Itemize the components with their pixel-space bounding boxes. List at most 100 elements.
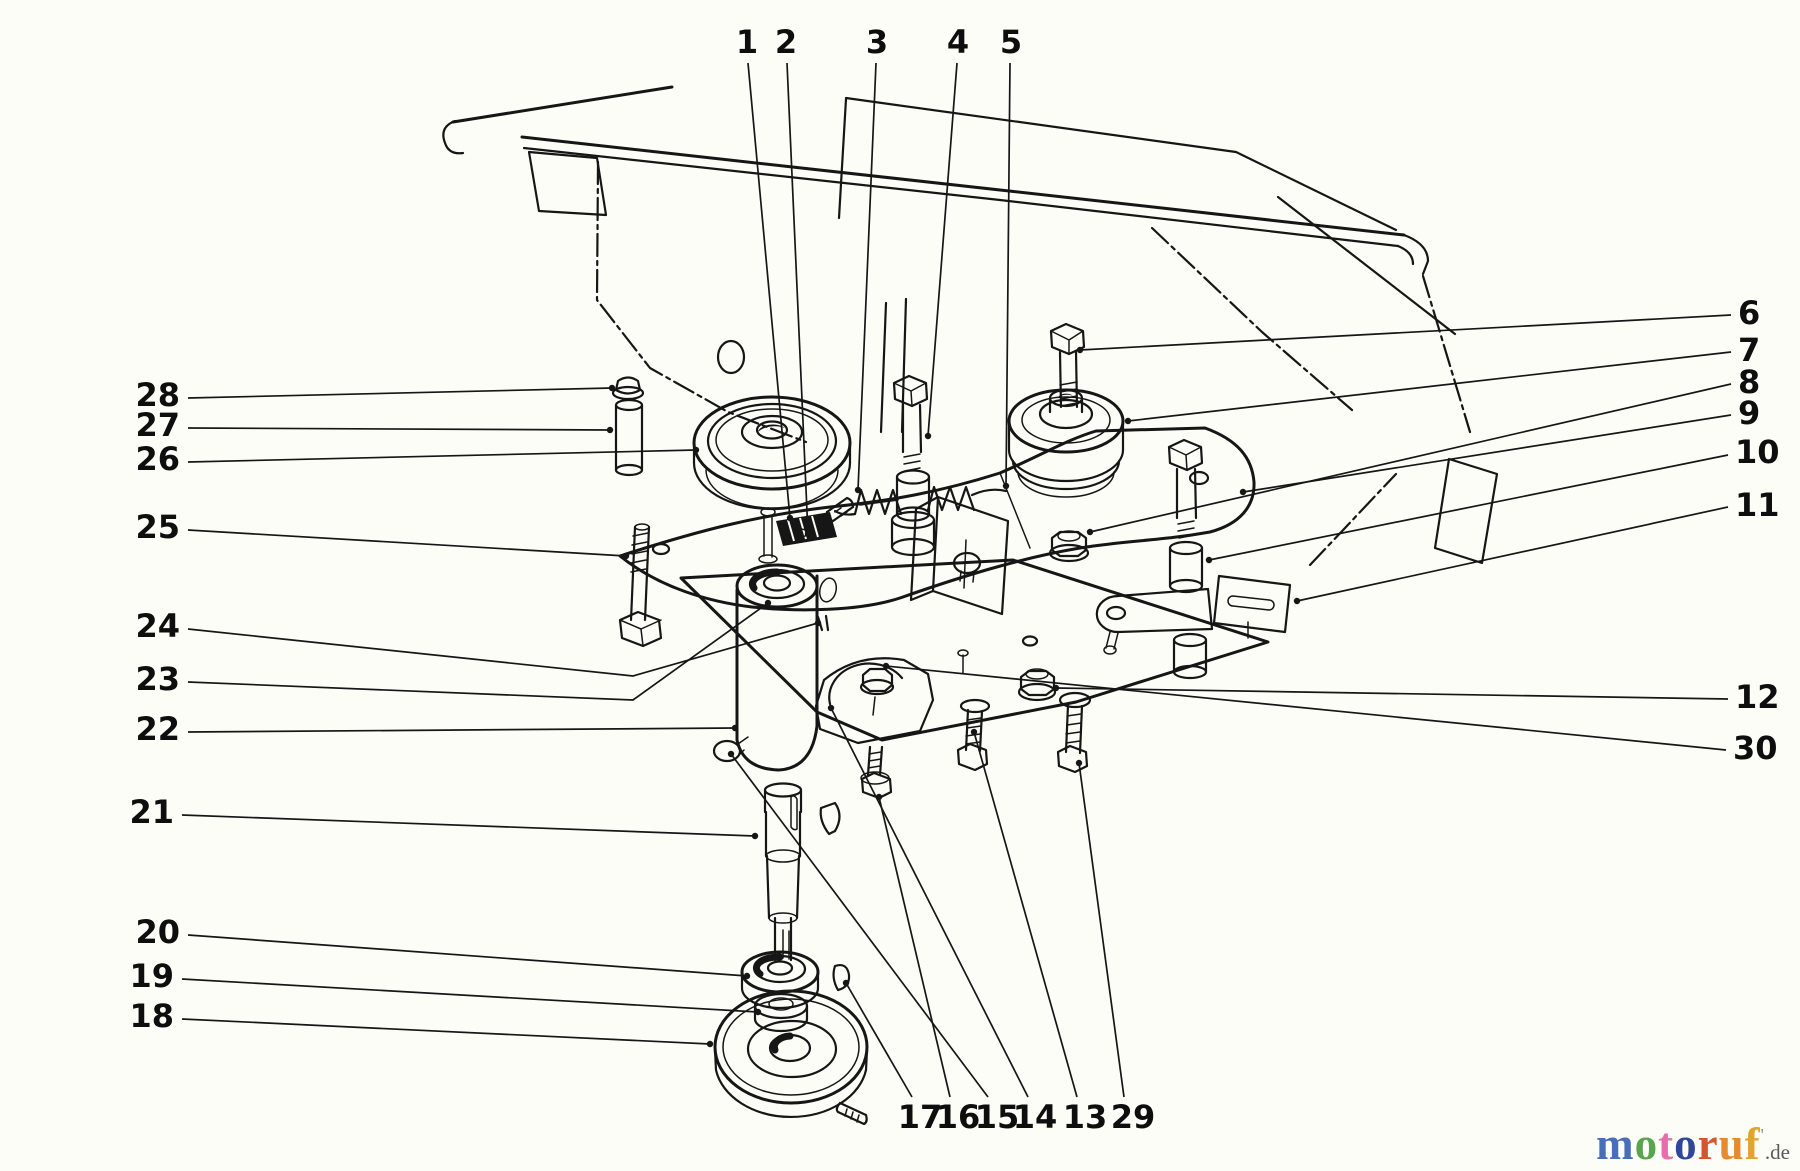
callout-16: 16	[936, 1098, 981, 1136]
leader-dot-2	[804, 530, 812, 538]
leader-line-4	[927, 62, 958, 437]
leader-line-29	[1078, 762, 1125, 1098]
callout-13: 13	[1063, 1098, 1108, 1136]
callout-20: 20	[135, 913, 180, 951]
leader-dot-23	[764, 599, 772, 607]
deck-outline-drawing	[442, 85, 1499, 567]
leader-line-1	[747, 62, 791, 519]
leader-line-25	[187, 529, 627, 557]
leader-dot-10	[1205, 556, 1213, 564]
callout-24: 24	[135, 607, 180, 645]
motoruf-logo-suffix: .de	[1764, 1140, 1790, 1164]
leader-line-11	[1296, 506, 1729, 602]
motoruf-letter: u	[1718, 1119, 1745, 1169]
callout-12: 12	[1735, 678, 1780, 716]
leader-line-24	[187, 622, 819, 677]
callout-18: 18	[129, 997, 174, 1035]
leader-line-15	[730, 753, 989, 1098]
callout-8: 8	[1738, 363, 1760, 401]
motoruf-logo-text: motoruf	[1596, 1119, 1761, 1169]
leader-dot-3	[854, 486, 862, 494]
leader-dot-14	[827, 704, 835, 712]
leader-dot-30	[882, 662, 890, 670]
pulley-7-drawing	[1007, 388, 1125, 498]
leader-dot-18	[706, 1040, 714, 1048]
callout-17: 17	[898, 1098, 943, 1136]
leader-line-30	[885, 665, 1727, 751]
callout-11: 11	[1735, 486, 1780, 524]
leader-line-23	[187, 602, 769, 701]
guide-bracket-drawing	[814, 657, 935, 745]
leader-line-17	[845, 982, 913, 1098]
callout-7: 7	[1738, 331, 1760, 369]
leader-line-2	[786, 62, 809, 535]
woodruff-key-17-drawing	[832, 963, 851, 992]
callout-3: 3	[866, 23, 888, 61]
callout-29: 29	[1111, 1098, 1156, 1136]
leader-line-5	[1005, 62, 1011, 487]
leader-line-18	[181, 1018, 711, 1045]
leader-dot-9	[1239, 488, 1247, 496]
set-screw-drawing	[835, 1101, 868, 1126]
motoruf-letter: r	[1697, 1119, 1719, 1169]
leader-dot-8	[1086, 528, 1094, 536]
leader-line-19	[181, 978, 759, 1013]
leader-dot-5	[1002, 482, 1010, 490]
motoruf-letter: o	[1634, 1119, 1659, 1169]
leader-line-14	[830, 707, 1029, 1098]
leader-dot-20	[743, 972, 751, 980]
leader-dot-22	[731, 724, 739, 732]
callout-9: 9	[1738, 394, 1760, 432]
callout-6: 6	[1738, 294, 1760, 332]
callout-26: 26	[135, 440, 180, 478]
housing-22-drawing	[735, 574, 819, 772]
callout-28: 28	[135, 376, 180, 414]
shoulder-bolt-4-drawing	[890, 374, 936, 557]
leader-dot-24	[814, 619, 822, 627]
bearing-23-drawing	[735, 563, 838, 632]
leader-dot-1	[786, 514, 794, 522]
leader-dot-12	[1052, 684, 1060, 692]
screw-28-drawing	[611, 376, 645, 401]
leader-dot-15	[727, 750, 735, 758]
leader-line-7	[1127, 351, 1732, 422]
callout-14: 14	[1013, 1098, 1058, 1136]
shaft-21-drawing	[763, 782, 803, 962]
bolt-13-drawing	[956, 698, 991, 772]
leader-line-8	[1089, 383, 1732, 533]
leader-dot-13	[970, 728, 978, 736]
callout-10: 10	[1735, 433, 1780, 471]
leader-dot-6	[1076, 346, 1084, 354]
leader-dot-17	[842, 979, 850, 987]
callout-22: 22	[135, 710, 180, 748]
callout-2: 2	[775, 23, 797, 61]
bolt-16-drawing	[860, 745, 893, 800]
spacer-10-drawing	[1168, 540, 1204, 594]
leader-dot-19	[754, 1008, 762, 1016]
bolt-29-drawing	[1056, 691, 1092, 774]
nut-12-drawing	[1017, 668, 1057, 702]
shoulder-bolt-10-drawing	[1167, 438, 1204, 539]
leader-line-9	[1242, 414, 1732, 493]
motoruf-letter: o	[1674, 1119, 1698, 1169]
pulley-26-drawing	[692, 395, 852, 511]
callout-30: 30	[1733, 729, 1778, 767]
leader-line-3	[857, 62, 877, 491]
callout-21: 21	[129, 793, 174, 831]
slotted-plate-11-drawing	[1212, 574, 1292, 634]
pivot-arm-drawing	[1095, 587, 1214, 680]
pulley-18-drawing	[713, 989, 869, 1119]
callout-4: 4	[947, 23, 969, 61]
leader-line-12	[1055, 687, 1729, 700]
callout-25: 25	[135, 508, 180, 546]
callout-15: 15	[975, 1098, 1020, 1136]
motoruf-watermark: motoruf'.de	[1596, 1122, 1790, 1167]
leader-dot-11	[1293, 597, 1301, 605]
leader-line-20	[187, 934, 748, 977]
bolt-25-drawing	[618, 523, 663, 648]
leader-line-28	[187, 387, 613, 399]
spacer-27-drawing	[614, 398, 644, 477]
motoruf-letter: f	[1744, 1119, 1761, 1169]
